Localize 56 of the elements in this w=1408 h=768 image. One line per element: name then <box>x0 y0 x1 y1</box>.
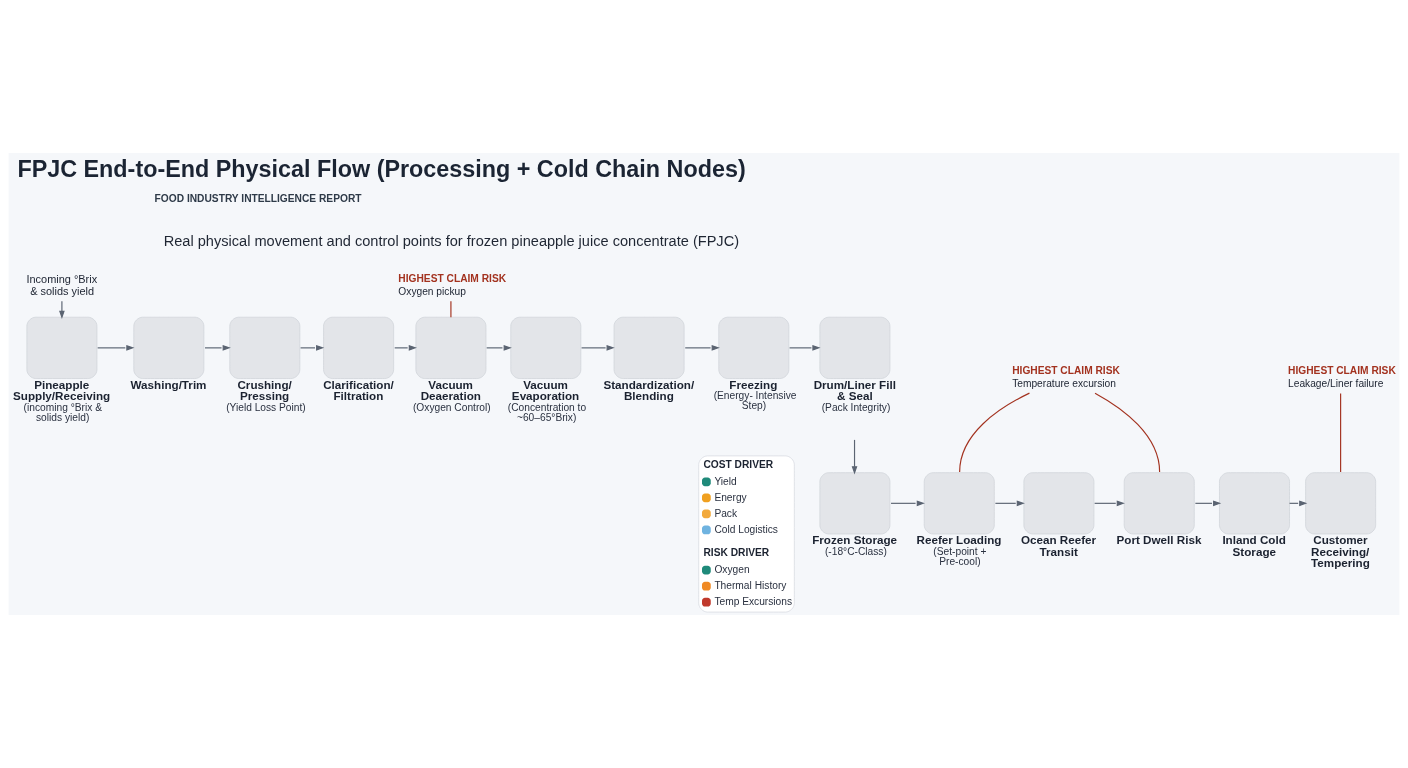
legend-label: Thermal History <box>714 579 787 591</box>
label: COST DRIVER <box>703 458 774 470</box>
node-label: Vacuum Deaeration <box>420 377 481 403</box>
arrow <box>204 345 231 351</box>
node-label: Standardization/ Blending <box>603 377 695 403</box>
node-label: (Concentration to ~60–65°Brix) <box>507 401 587 423</box>
node-label: (Energy- Intensive Step) <box>713 390 797 412</box>
arrow <box>851 439 858 475</box>
node-label: Port Dwell Risk <box>1116 533 1202 547</box>
node-label: (-18°C-Class) <box>824 545 887 557</box>
node-text: HIGHEST CLAIM RISK Oxygen pickup <box>398 273 507 298</box>
arrow <box>300 345 325 351</box>
arrow <box>59 300 65 319</box>
arrow <box>684 345 720 351</box>
arrow <box>97 345 135 351</box>
node-label: Crushing/ Pressing <box>237 377 292 403</box>
legend-label: Pack <box>714 507 738 519</box>
legend-label: Cold Logistics <box>714 523 778 535</box>
legend-label: Oxygen <box>714 563 750 575</box>
node-label: (Yield Loss Point) <box>226 401 306 413</box>
node-label: (Oxygen Control) <box>412 401 491 413</box>
connector <box>450 300 452 318</box>
arrow <box>1094 500 1125 507</box>
node-label: Drum/Liner Fill & Seal <box>813 377 896 403</box>
node-label: (Pack Integrity) <box>821 401 891 413</box>
arrow <box>994 500 1025 507</box>
diagram-title: FPJC End-to-End Physical Flow (Processing + Cold Chain Nodes) <box>17 155 746 182</box>
node-label: Clarification/ Filtration <box>323 377 394 403</box>
node-label: Washing/Trim <box>130 377 207 391</box>
node-label: Pineapple Supply/Receiving <box>13 377 111 403</box>
node-text: HIGHEST CLAIM RISK Leakage/Liner failure <box>1288 365 1396 390</box>
connector <box>1094 392 1161 473</box>
node-label: (Set-point + Pre-cool) <box>933 545 987 567</box>
connector <box>959 392 1031 473</box>
arrow <box>581 345 615 351</box>
node-label: Vacuum Evaporation <box>511 377 580 403</box>
arrow <box>486 345 512 351</box>
legend-label: Temp Excursions <box>714 595 793 607</box>
node-text: HIGHEST CLAIM RISK Temperature excursion <box>1012 365 1120 390</box>
connector <box>1340 392 1342 473</box>
node-label: (incoming °Brix & solids yield) <box>23 401 102 423</box>
label: RISK DRIVER <box>703 547 770 559</box>
arrow <box>789 345 821 351</box>
arrow <box>890 500 925 507</box>
node-label: Ocean Reefer Transit <box>1020 533 1097 558</box>
arrow <box>394 345 417 351</box>
node-label: Reefer Loading <box>916 533 1002 547</box>
legend-label: Yield <box>714 475 737 487</box>
node-label: Inland Cold Storage <box>1222 533 1286 558</box>
legend-label: Energy <box>714 491 747 503</box>
node-text: Incoming °Brix & solids yield <box>26 272 98 298</box>
node-label: Freezing <box>729 377 778 391</box>
node-label: Customer Receiving/ Tempering <box>1311 533 1370 570</box>
label: Real physical movement and control points for frozen pineapple juice concentrate (FPJC) <box>163 233 740 250</box>
node-label: Frozen Storage <box>812 533 898 547</box>
label: FOOD INDUSTRY INTELLIGENCE REPORT <box>154 193 362 205</box>
